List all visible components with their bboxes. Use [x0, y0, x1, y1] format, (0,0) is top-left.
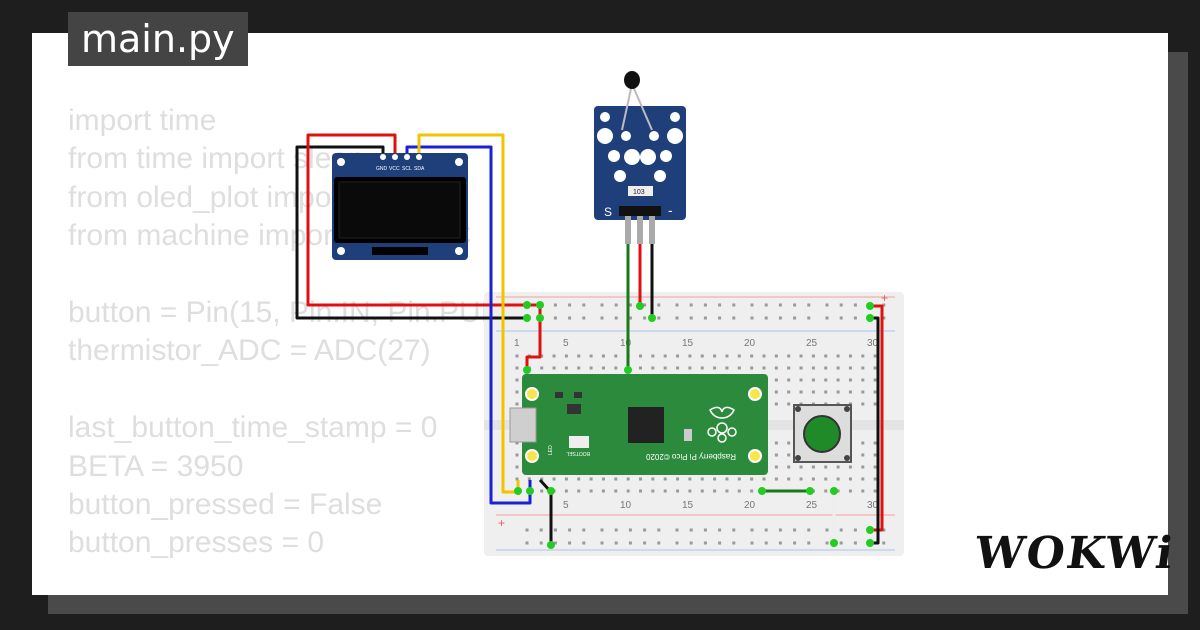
- bb-bottom-number: 25: [806, 500, 818, 511]
- bb-plus: +: [881, 291, 888, 305]
- code-line: last_button_time_stamp = 0: [68, 411, 438, 445]
- raspberry-logo-icon: [707, 406, 737, 443]
- bb-top-number: 15: [682, 338, 694, 349]
- bb-top-number: 20: [744, 338, 756, 349]
- oled-pin-label: GND: [376, 166, 388, 172]
- bb-top-number: 1: [514, 338, 520, 349]
- oled-pin-label: SDA: [414, 166, 425, 172]
- ntc-temperature-sensor[interactable]: 103 S -: [594, 71, 686, 244]
- pin-points: [514, 301, 874, 549]
- sensor-pin-minus: -: [668, 202, 673, 218]
- bb-bottom-number: 15: [682, 500, 694, 511]
- oled-display[interactable]: GND VCC SCL SDA: [332, 153, 468, 260]
- code-line: button_pressed = False: [68, 487, 383, 521]
- oled-pin-label: VCC: [389, 166, 400, 172]
- code-line: button_presses = 0: [68, 526, 325, 560]
- bb-top-number: 10: [620, 338, 632, 349]
- bb-bottom-number: 5: [563, 500, 569, 511]
- pico-led-label: LED: [548, 445, 554, 455]
- file-tab[interactable]: main.py: [68, 12, 248, 66]
- raspberry-pi-pico[interactable]: Raspberry Pi Pico ©2020 BOOTSEL LED: [509, 374, 768, 475]
- code-line: thermistor_ADC = ADC(27): [68, 334, 431, 368]
- bb-top-number: 30: [867, 338, 879, 349]
- wire-vcc-pico: [525, 305, 542, 372]
- bb-top-number: 5: [563, 338, 569, 349]
- pico-board-name: Raspberry Pi Pico ©2020: [646, 452, 736, 461]
- sensor-pin-s: S: [604, 205, 612, 219]
- code-line: import time: [68, 104, 217, 137]
- bb-bottom-number: 20: [744, 500, 756, 511]
- code-line: BETA = 3950: [68, 449, 244, 483]
- wire-gnd-oled: [295, 145, 527, 320]
- oled-pin-label: SCL: [402, 166, 412, 172]
- wire-vcc-oled: [306, 133, 540, 307]
- bb-plus: +: [498, 516, 505, 530]
- wokwi-logo: WOKWi: [971, 528, 1179, 579]
- push-button[interactable]: [793, 404, 852, 463]
- wire-scl-oled: [405, 145, 532, 505]
- wires: [295, 133, 884, 545]
- bb-bottom-number: 30: [867, 500, 879, 511]
- wire-rail-red: [870, 304, 884, 532]
- bb-top-number: 25: [806, 338, 818, 349]
- pico-bootsel-label: BOOTSEL: [566, 450, 590, 456]
- bb-bottom-number: 10: [620, 500, 632, 511]
- sensor-resistor-label: 103: [633, 189, 645, 196]
